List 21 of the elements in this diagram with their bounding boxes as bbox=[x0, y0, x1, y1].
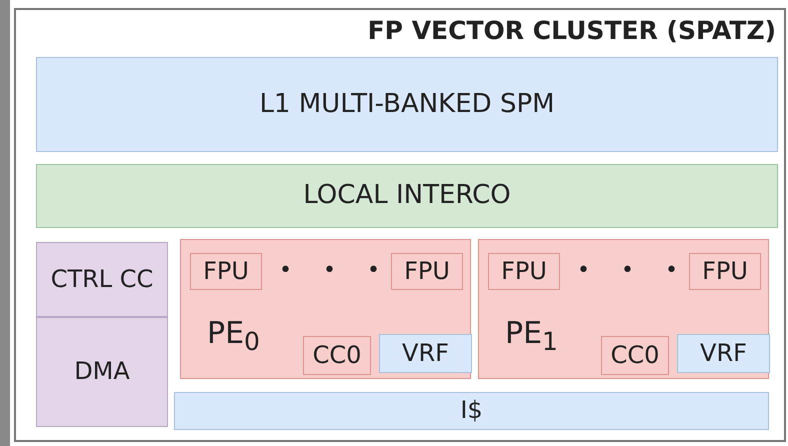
register-file-block: VRF bbox=[677, 334, 770, 373]
pe-label: PE$_{0}$ bbox=[207, 316, 260, 356]
memory-block: L1 MULTI-BANKED SPM bbox=[36, 57, 778, 152]
fpu-block: FPU bbox=[689, 253, 761, 290]
controller-block: CTRL CC bbox=[36, 242, 168, 317]
processing-element-block bbox=[180, 239, 471, 379]
fpu-block: FPU bbox=[190, 253, 262, 290]
cluster-frame bbox=[14, 8, 786, 442]
fpu-block: FPU bbox=[488, 253, 560, 290]
core-block: CC0 bbox=[303, 336, 371, 375]
register-file-block: VRF bbox=[379, 334, 472, 373]
pe-label: PE$_{1}$ bbox=[505, 316, 558, 356]
cluster-title: FP VECTOR CLUSTER (SPATZ) bbox=[368, 16, 776, 45]
fpu-block: FPU bbox=[391, 253, 463, 290]
core-block: CC0 bbox=[601, 336, 669, 375]
processing-element-block bbox=[478, 239, 769, 379]
cache-block: I$ bbox=[174, 392, 769, 430]
ellipsis-dots: • • • bbox=[577, 258, 690, 283]
dma-block: DMA bbox=[36, 317, 168, 427]
interconnect-block: LOCAL INTERCO bbox=[36, 164, 778, 228]
ellipsis-dots: • • • bbox=[279, 258, 392, 283]
